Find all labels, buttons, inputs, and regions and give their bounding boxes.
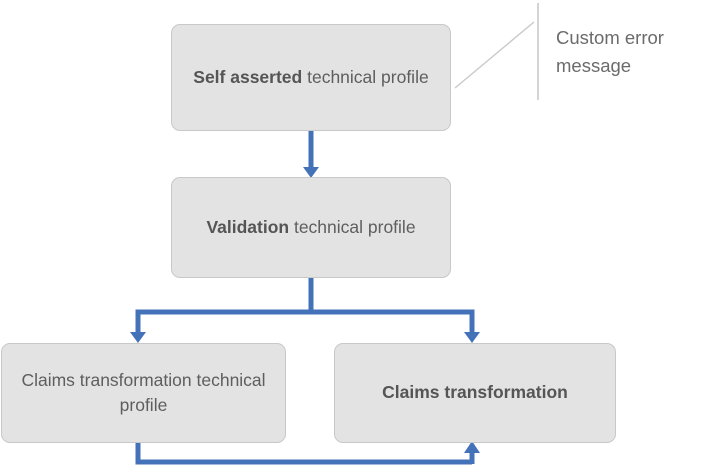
edge-self-asserted-to-validation [303,131,319,178]
node-self-asserted-label: Self asserted technical profile [186,65,436,90]
node-validation-bold-text: Validation [206,216,290,237]
edge-claims-profile-loop [135,441,480,465]
node-claims-transformation-technical-profile[interactable]: Claims transformation technical profile [1,343,286,443]
node-validation-technical-profile[interactable]: Validation technical profile [171,177,451,278]
node-claims-transformation-bold-text: Claims transformation [382,382,568,403]
node-validation-label: Validation technical profile [186,215,436,240]
callout-leader [454,3,539,100]
node-self-asserted-regular-text: technical profile [302,66,429,87]
node-claims-transformation-profile-label: Claims transformation technical profile [21,369,266,415]
node-claims-transformation-label: Claims transformation [349,380,601,405]
edge-validation-split [130,278,480,343]
node-claims-transformation[interactable]: Claims transformation [334,343,616,443]
callout-custom-error-message: Custom error message [556,27,664,76]
node-validation-regular-text: technical profile [289,216,416,237]
node-self-asserted-technical-profile[interactable]: Self asserted technical profile [171,24,451,131]
node-self-asserted-bold-text: Self asserted [193,66,303,87]
